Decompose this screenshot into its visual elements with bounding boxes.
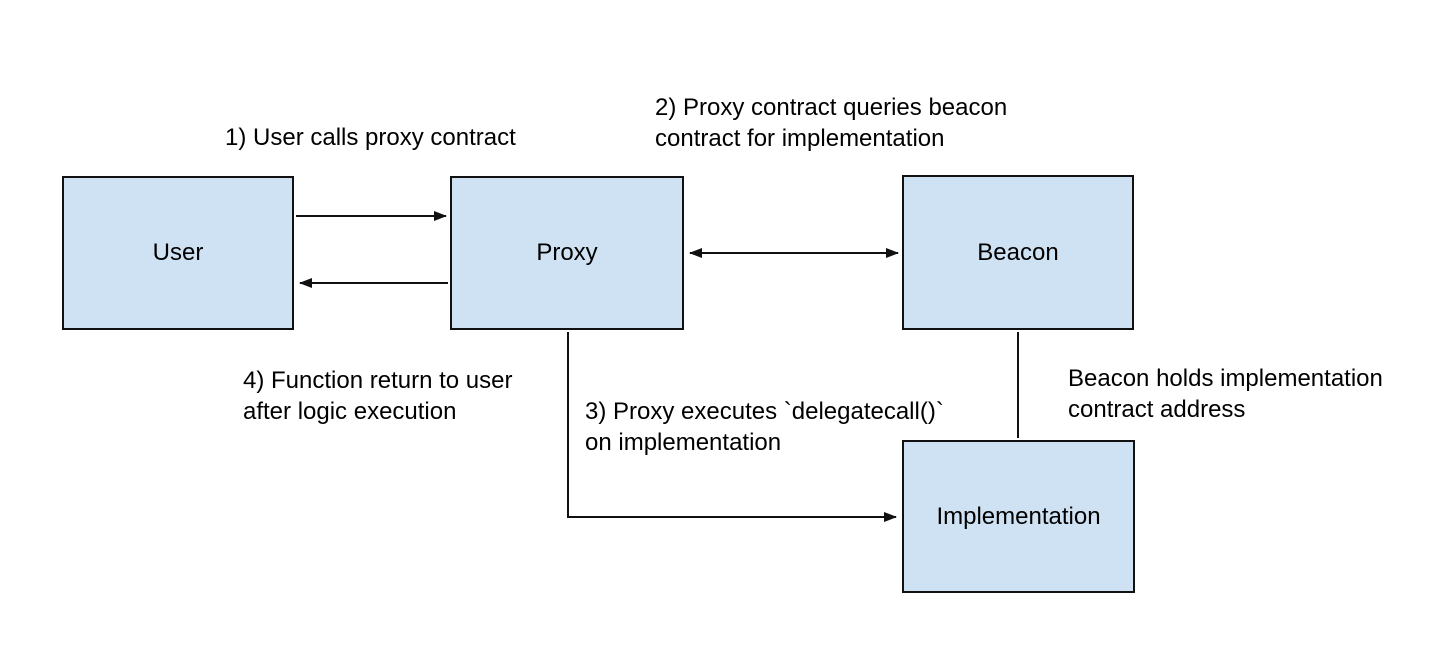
annotation-beacon-note: Beacon holds implementation contract add… (1068, 365, 1383, 423)
node-user-label: User (152, 239, 204, 266)
annotation-step4: 4) Function return to user after logic e… (243, 367, 513, 425)
node-user: User (62, 176, 294, 330)
annotation-step3: 3) Proxy executes `delegatecall()` on im… (585, 398, 944, 456)
node-implementation-label: Implementation (936, 502, 1101, 530)
node-beacon-label: Beacon (977, 238, 1059, 266)
node-beacon: Beacon (902, 175, 1134, 330)
node-proxy-label: Proxy (536, 239, 598, 266)
node-implementation: Implementation (902, 440, 1135, 593)
node-proxy: Proxy (450, 176, 684, 330)
edge-proxy-to-implementation (567, 332, 897, 522)
annotation-step1: 1) User calls proxy contract (225, 124, 516, 151)
annotation-step2: 2) Proxy contract queries beacon contrac… (655, 94, 1008, 152)
